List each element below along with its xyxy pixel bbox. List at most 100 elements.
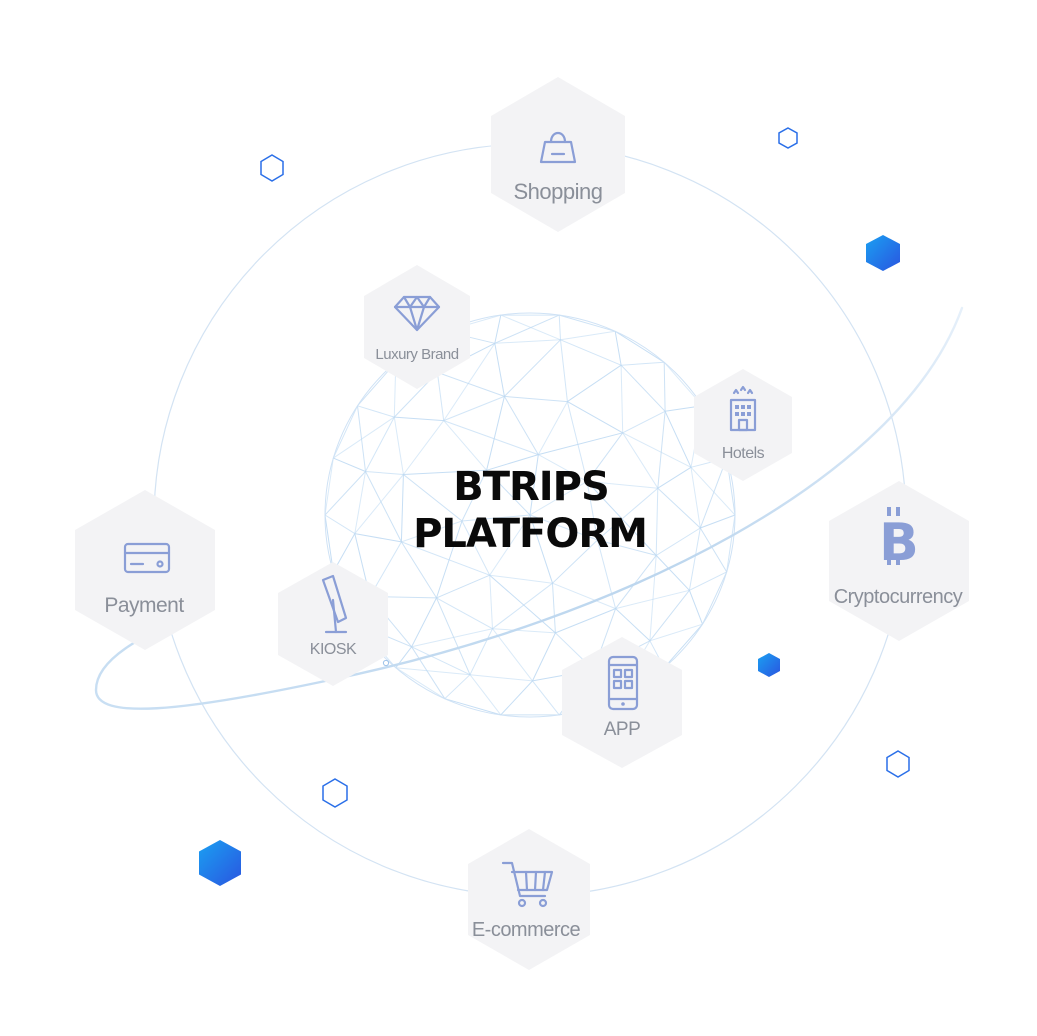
- globe-mesh-line: [690, 466, 736, 516]
- globe-mesh-line: [400, 541, 437, 599]
- globe-mesh-line: [443, 343, 496, 421]
- globe-mesh-line: [700, 514, 736, 529]
- globe-mesh-line: [357, 405, 395, 418]
- globe-mesh-line: [411, 628, 493, 648]
- globe-mesh-line: [494, 314, 502, 344]
- globe-mesh-line: [411, 646, 446, 699]
- globe-mesh-line: [357, 405, 366, 472]
- node-label: Cryptocurrency: [834, 586, 963, 608]
- globe-mesh-line: [500, 680, 533, 716]
- globe-mesh-line: [486, 469, 531, 516]
- globe-mesh-line: [444, 674, 471, 700]
- globe-mesh-line: [489, 514, 531, 576]
- globe-mesh-line: [552, 539, 598, 584]
- shopping-cart-icon: [501, 861, 554, 908]
- globe-mesh-line: [494, 314, 560, 344]
- globe-mesh-line: [461, 470, 488, 522]
- globe-mesh-line: [567, 364, 622, 403]
- globe-mesh-line: [395, 667, 471, 676]
- globe-mesh-line: [649, 555, 657, 641]
- globe-mesh-line: [529, 480, 588, 516]
- globe-mesh-line: [324, 514, 334, 572]
- node-label: KIOSK: [310, 641, 357, 658]
- globe-mesh-line: [620, 365, 624, 433]
- globe-mesh-line: [365, 471, 404, 475]
- globe-mesh-line: [532, 632, 556, 682]
- globe-mesh-line: [615, 555, 657, 609]
- globe-mesh-line: [411, 646, 471, 676]
- globe-mesh-line: [560, 339, 622, 366]
- globe-mesh-line: [657, 466, 692, 489]
- globe-mesh-line: [560, 330, 616, 341]
- globe-mesh-line: [461, 520, 491, 576]
- globe-mesh-line: [615, 608, 651, 642]
- globe-mesh-line: [663, 623, 703, 669]
- globe-mesh-line: [400, 474, 404, 542]
- globe-mesh-line: [622, 432, 659, 489]
- node-label: Payment: [104, 594, 184, 617]
- globe-mesh-line: [655, 527, 701, 556]
- globe-mesh-line: [354, 474, 404, 534]
- bitcoin-icon: B: [879, 507, 919, 573]
- deco-hexagon-outline: [260, 154, 284, 182]
- globe-mesh-line: [586, 481, 657, 556]
- globe-mesh-line: [324, 458, 334, 516]
- node-hexagon: [468, 829, 590, 970]
- globe-mesh-line: [333, 457, 366, 472]
- node-hotels: Hotels: [694, 369, 792, 481]
- node-cryptocurrency: B Cryptocurrency: [829, 481, 969, 641]
- node-luxury-brand: Luxury Brand: [364, 265, 470, 389]
- globe-mesh-line: [657, 487, 701, 529]
- globe-mesh-line: [688, 527, 701, 591]
- globe-mesh-line: [443, 420, 539, 456]
- globe-mesh-line: [436, 574, 490, 599]
- globe-mesh-line: [393, 417, 404, 475]
- node-kiosk: KIOSK: [278, 562, 388, 686]
- globe-mesh-line: [486, 454, 539, 471]
- node-label: Luxury Brand: [375, 346, 458, 363]
- globe-mesh-line: [615, 589, 690, 610]
- node-hexagon: [562, 637, 682, 768]
- node-hexagon: [694, 369, 792, 481]
- node-hexagon: [278, 562, 388, 686]
- deco-hexagon-outline: [886, 750, 910, 778]
- node-payment: Payment: [75, 490, 215, 650]
- globe-mesh-line: [469, 674, 533, 682]
- globe-mesh-line: [699, 457, 728, 529]
- node-label: Hotels: [722, 445, 765, 462]
- globe-mesh-line: [489, 574, 556, 634]
- globe-mesh-line: [597, 539, 617, 609]
- globe-mesh-line: [443, 420, 487, 471]
- diamond-icon: [393, 295, 441, 332]
- globe-mesh-line: [354, 533, 402, 543]
- globe-mesh-line: [689, 571, 727, 591]
- globe-mesh-line: [552, 582, 616, 610]
- globe-mesh-line: [555, 608, 616, 634]
- globe-mesh-line: [529, 514, 553, 584]
- globe-mesh-line: [365, 471, 402, 543]
- globe-mesh-line: [492, 628, 533, 682]
- globe-mesh-line: [622, 432, 692, 468]
- shopping-bag-icon: [539, 131, 577, 164]
- globe-mesh-line: [586, 481, 598, 541]
- globe-mesh-line: [492, 582, 553, 630]
- globe-mesh-line: [469, 674, 502, 716]
- globe-mesh-line: [655, 555, 690, 591]
- globe-mesh-line: [503, 396, 539, 455]
- globe-mesh-line: [403, 474, 463, 522]
- globe-mesh-line: [566, 401, 588, 482]
- platform-title: BTRIPS PLATFORM: [413, 464, 648, 557]
- globe-mesh-line: [657, 411, 666, 489]
- node-label: Shopping: [514, 179, 603, 204]
- globe-mesh-line: [621, 361, 665, 366]
- globe-mesh-line: [333, 416, 395, 459]
- globe-mesh-line: [444, 698, 501, 716]
- credit-card-icon: [123, 542, 171, 574]
- globe-mesh-line: [532, 680, 560, 716]
- deco-hexagon-filled: [758, 653, 780, 677]
- globe-mesh-line: [494, 339, 561, 344]
- globe-mesh-line: [538, 432, 623, 456]
- deco-hexagon-outline: [778, 127, 798, 149]
- deco-hexagon-filled: [866, 235, 900, 271]
- deco-hexagon-outline: [322, 778, 348, 808]
